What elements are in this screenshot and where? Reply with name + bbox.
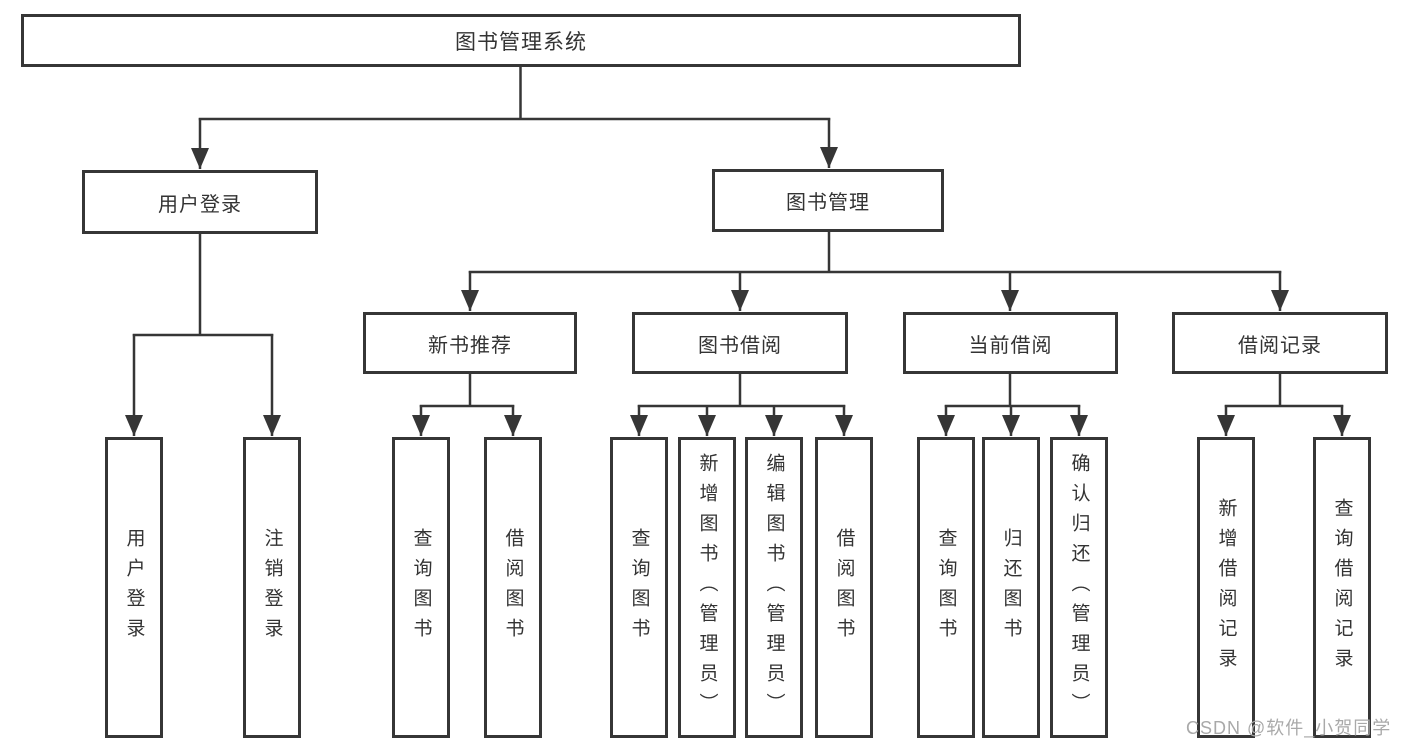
node-label: 图书管理系统	[455, 30, 587, 54]
leaf-query-books-recommend: 查询图书	[392, 437, 450, 738]
node-label: 编辑图书（管理员）	[763, 452, 785, 723]
leaf-add-books-admin: 新增图书（管理员）	[678, 437, 736, 738]
node-label: 图书借阅	[698, 334, 782, 357]
node-label: 注销登录	[261, 527, 283, 648]
leaf-edit-books-admin: 编辑图书（管理员）	[745, 437, 803, 738]
node-user-login-module: 用户登录	[82, 170, 318, 234]
node-label: 确认归还（管理员）	[1068, 452, 1090, 723]
node-label: 图书管理	[786, 192, 870, 214]
leaf-user-login: 用户登录	[105, 437, 163, 738]
leaf-confirm-return-admin: 确认归还（管理员）	[1050, 437, 1108, 738]
node-label: 归还图书	[1000, 527, 1022, 648]
node-label: 新增借阅记录	[1215, 497, 1237, 678]
node-current-borrow: 当前借阅	[903, 312, 1118, 374]
leaf-add-borrow-record: 新增借阅记录	[1197, 437, 1255, 738]
node-system-root: 图书管理系统	[21, 14, 1021, 67]
leaf-borrow-books-recommend: 借阅图书	[484, 437, 542, 738]
node-new-book-recommend: 新书推荐	[363, 312, 577, 374]
node-label: 查询图书	[935, 527, 957, 648]
node-label: 查询图书	[628, 527, 650, 648]
leaf-query-borrow-record: 查询借阅记录	[1313, 437, 1371, 738]
node-book-borrow: 图书借阅	[632, 312, 848, 374]
leaf-logout: 注销登录	[243, 437, 301, 738]
leaf-query-books-borrow: 查询图书	[610, 437, 668, 738]
node-label: 借阅图书	[833, 527, 855, 648]
csdn-watermark: CSDN @软件_小贺同学	[1186, 718, 1392, 738]
leaf-return-books: 归还图书	[982, 437, 1040, 738]
node-label: 新书推荐	[428, 334, 512, 357]
leaf-borrow-books: 借阅图书	[815, 437, 873, 738]
node-label: 查询图书	[410, 527, 432, 648]
node-borrow-records: 借阅记录	[1172, 312, 1388, 374]
node-label: 当前借阅	[968, 334, 1053, 357]
leaf-query-books-current: 查询图书	[917, 437, 975, 738]
node-book-management-module: 图书管理	[712, 169, 944, 232]
node-label: 借阅图书	[502, 527, 524, 648]
node-label: 用户登录	[123, 527, 145, 648]
node-label: 查询借阅记录	[1331, 497, 1353, 678]
node-label: 用户登录	[158, 193, 242, 216]
node-label: 借阅记录	[1238, 334, 1322, 357]
node-label: 新增图书（管理员）	[696, 452, 718, 723]
